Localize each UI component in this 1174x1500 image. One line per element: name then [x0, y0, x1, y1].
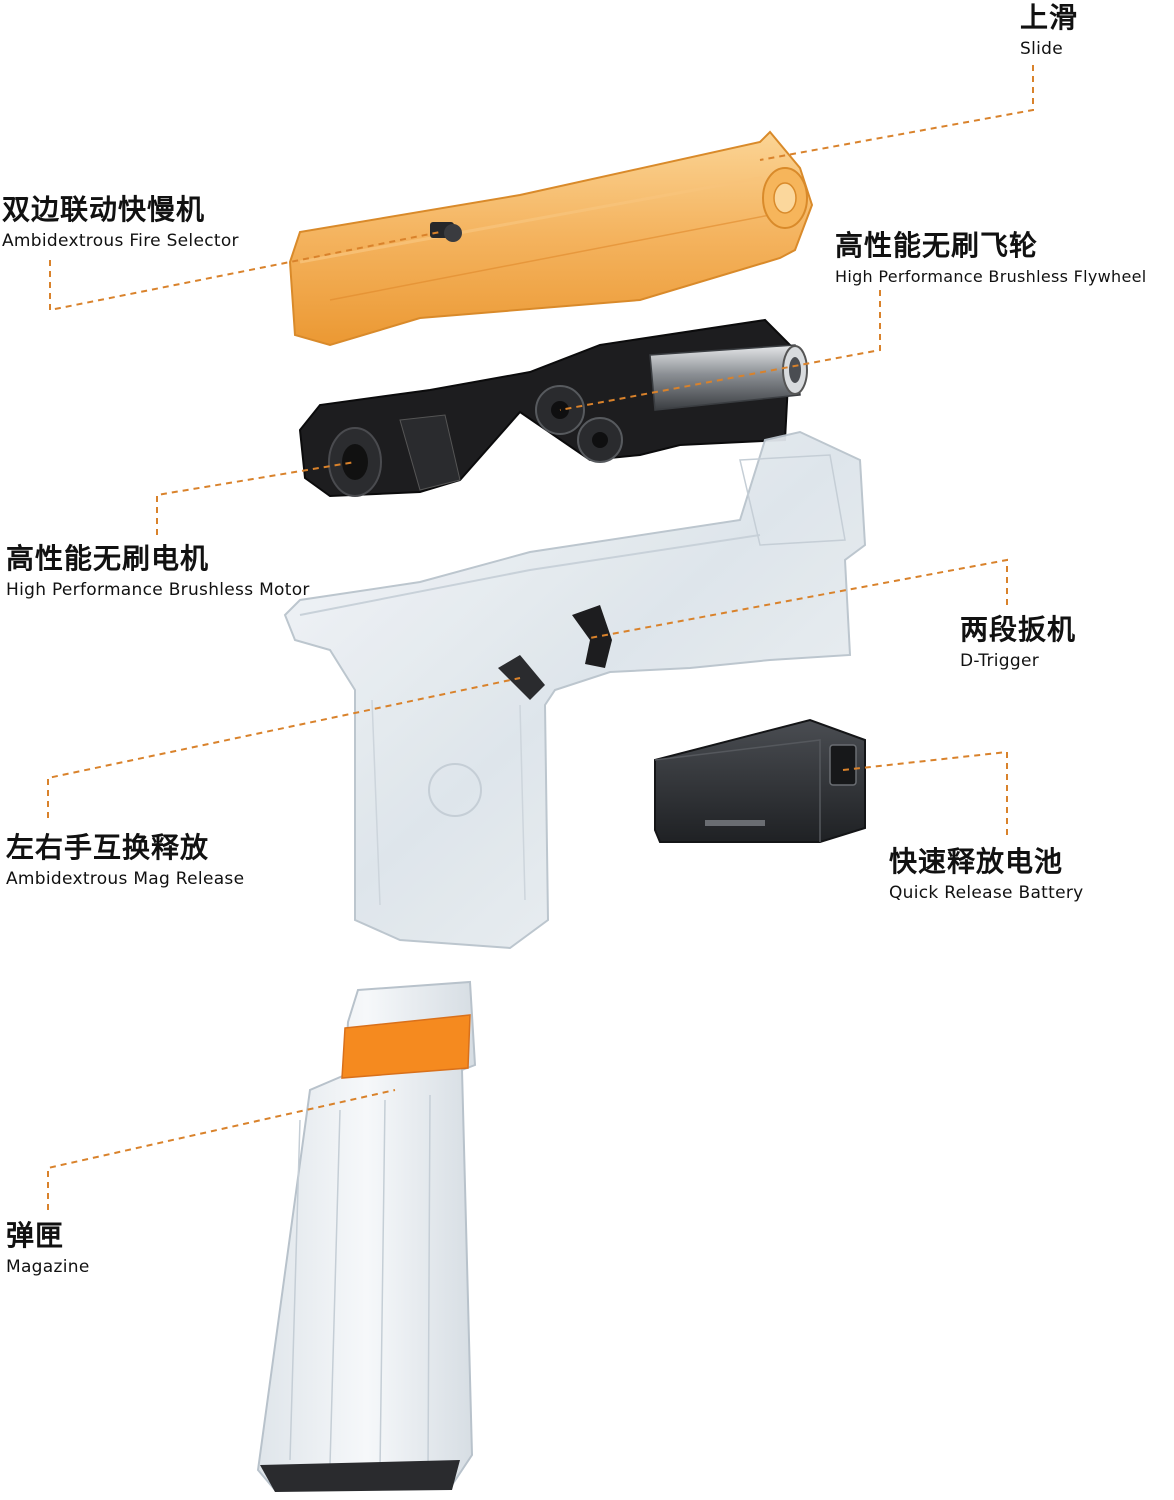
magazine-part [256, 980, 477, 1492]
leader-flywheel [559, 290, 881, 411]
fire-selector-knob-shape [430, 222, 462, 242]
callout-battery: 快速释放电池 Quick Release Battery [889, 848, 1084, 902]
callout-fire-selector-zh: 双边联动快慢机 [2, 193, 206, 226]
callout-trigger-en: D-Trigger [960, 651, 1039, 671]
callout-fire-selector-en: Ambidextrous Fire Selector [2, 231, 239, 251]
leader-battery [842, 750, 1008, 835]
callout-trigger: 两段扳机 D-Trigger [960, 616, 1076, 670]
callout-flywheel-en: High Performance Brushless Flywheel [835, 267, 1147, 286]
leader-mag-release [47, 677, 521, 818]
callout-motor-en: High Performance Brushless Motor [6, 580, 310, 600]
callout-magazine-en: Magazine [6, 1257, 90, 1277]
leader-motor [156, 461, 356, 535]
callout-flywheel: 高性能无刷飞轮 High Performance Brushless Flywh… [835, 232, 1147, 285]
callout-motor: 高性能无刷电机 High Performance Brushless Motor [6, 545, 310, 599]
leader-trigger [589, 558, 1008, 639]
callout-magazine-zh: 弹匣 [6, 1219, 65, 1252]
callout-battery-zh: 快速释放电池 [889, 845, 1064, 878]
mechanism-part [298, 318, 808, 498]
callout-fire-selector: 双边联动快慢机 Ambidextrous Fire Selector [2, 196, 239, 250]
leader-slide [759, 65, 1034, 161]
callout-magazine: 弹匣 Magazine [6, 1222, 90, 1276]
slide-part [288, 130, 814, 347]
leader-lines [47, 65, 1034, 1210]
callout-trigger-zh: 两段扳机 [960, 613, 1077, 646]
callout-flywheel-zh: 高性能无刷飞轮 [835, 229, 1039, 262]
battery-part [654, 718, 866, 843]
callout-slide-zh: 上滑 [1020, 1, 1079, 34]
callout-motor-zh: 高性能无刷电机 [6, 542, 210, 575]
callout-battery-en: Quick Release Battery [889, 883, 1084, 903]
callout-mag-release-zh: 左右手互换释放 [6, 831, 210, 864]
callout-slide: 上滑 Slide [1020, 4, 1078, 58]
callout-mag-release-en: Ambidextrous Mag Release [6, 869, 245, 889]
frame-part [283, 430, 867, 950]
callout-mag-release: 左右手互换释放 Ambidextrous Mag Release [6, 834, 244, 888]
callout-slide-en: Slide [1020, 39, 1063, 59]
leader-magazine [47, 1089, 396, 1210]
leader-fire-selector [49, 231, 441, 312]
